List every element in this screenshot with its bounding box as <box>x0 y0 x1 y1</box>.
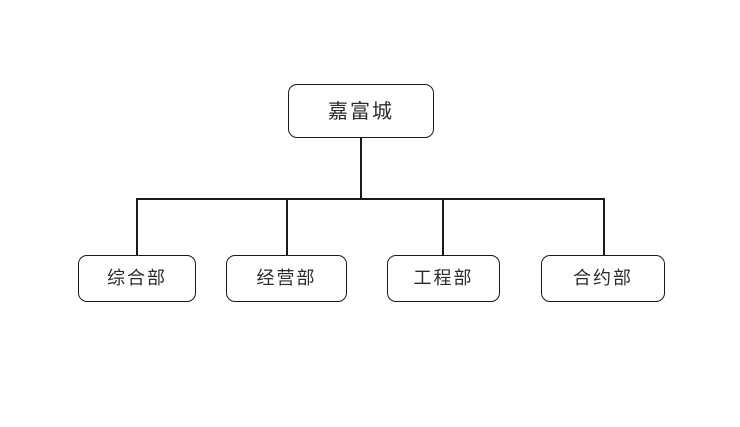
org-node-child-1-label: 综合部 <box>107 267 167 289</box>
org-node-root[interactable]: 嘉富城 <box>288 84 434 138</box>
org-node-child-4-label: 合约部 <box>573 267 633 289</box>
org-node-child-3-label: 工程部 <box>413 267 474 289</box>
connector-drop-2 <box>286 198 288 255</box>
connector-drop-4 <box>603 198 605 255</box>
connector-drop-3 <box>442 198 444 255</box>
org-node-child-4[interactable]: 合约部 <box>541 255 665 302</box>
connector-horizontal-bus <box>136 198 605 200</box>
org-node-child-2-label: 经营部 <box>256 267 317 289</box>
connector-root-stem <box>360 138 362 199</box>
org-node-child-3[interactable]: 工程部 <box>387 255 500 302</box>
org-node-child-1[interactable]: 综合部 <box>78 255 196 302</box>
org-node-child-2[interactable]: 经营部 <box>226 255 347 302</box>
org-node-root-label: 嘉富城 <box>328 99 394 123</box>
connector-drop-1 <box>136 198 138 255</box>
